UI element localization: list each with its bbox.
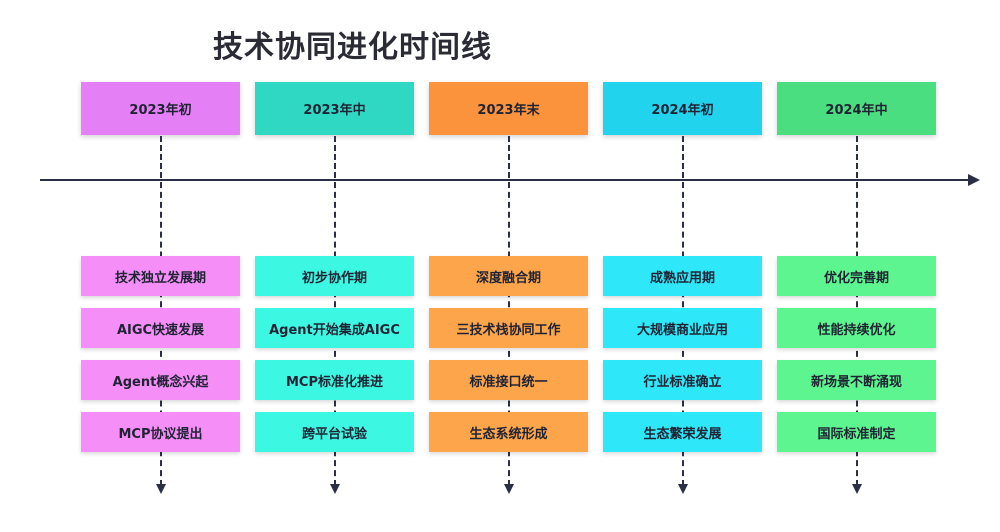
phase-item: 大规模商业应用 [603,308,762,348]
phase-item: 优化完善期 [777,256,936,296]
phase-item: 成熟应用期 [603,256,762,296]
phase-item: 国际标准制定 [777,412,936,452]
phase-item: 三技术栈协同工作 [429,308,588,348]
arrow-down-icon [503,484,514,494]
dashed-connector [855,136,858,178]
phase-item: 性能持续优化 [777,308,936,348]
phase-item: MCP标准化推进 [255,360,414,400]
dashed-connector [681,136,684,178]
phase-item: 生态繁荣发展 [603,412,762,452]
arrow-down-icon [329,484,340,494]
phase-item: 生态系统形成 [429,412,588,452]
arrow-down-icon [155,484,166,494]
timeline-axis [40,179,970,181]
phase-header: 2023年初 [81,82,240,135]
phase-header: 2023年中 [255,82,414,135]
phase-item: Agent概念兴起 [81,360,240,400]
phase-header: 2024年中 [777,82,936,135]
phase-item: 跨平台试验 [255,412,414,452]
phase-item: 初步协作期 [255,256,414,296]
arrow-down-icon [677,484,688,494]
dashed-connector [159,136,162,178]
axis-arrow-icon [968,174,980,186]
phase-item: AIGC快速发展 [81,308,240,348]
timeline-title: 技术协同进化时间线 [213,30,492,65]
phase-header: 2023年末 [429,82,588,135]
dashed-connector [507,136,510,178]
phase-item: 新场景不断涌现 [777,360,936,400]
phase-item: 标准接口统一 [429,360,588,400]
phase-item: 行业标准确立 [603,360,762,400]
phase-item: 深度融合期 [429,256,588,296]
phase-item: Agent开始集成AIGC [255,308,414,348]
phase-item: 技术独立发展期 [81,256,240,296]
dashed-connector [333,136,336,178]
arrow-down-icon [851,484,862,494]
phase-header: 2024年初 [603,82,762,135]
phase-item: MCP协议提出 [81,412,240,452]
